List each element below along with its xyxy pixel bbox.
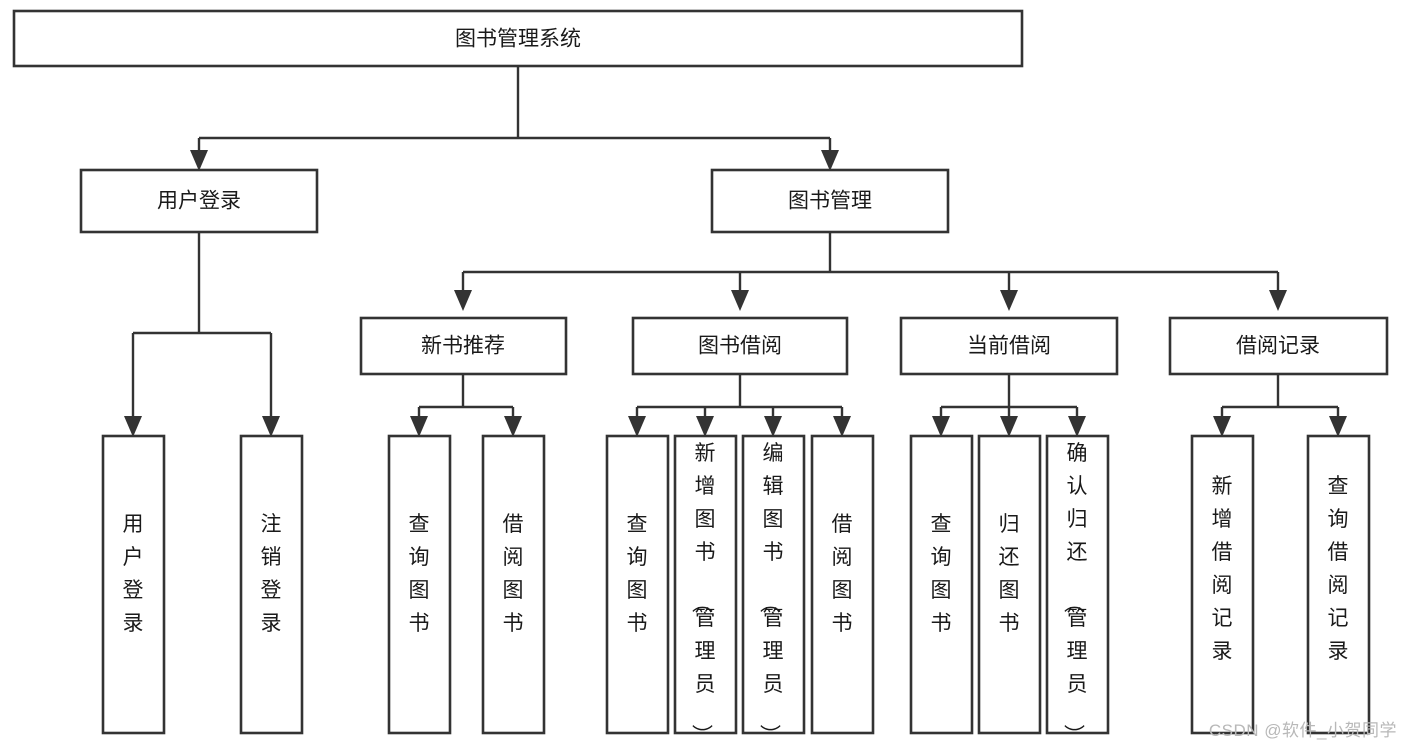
node-new-book-recommend-label: 新书推荐 [421, 335, 505, 358]
arrowhead-leaf-add-book [696, 416, 714, 437]
connector-group-borrow-record [1213, 374, 1347, 437]
leaf-edit-book[interactable]: 编辑图书（管理员） [741, 434, 806, 745]
leaf-query-book-2[interactable]: 查询图书 [605, 434, 670, 735]
leaf-query-record-label: 查询借阅记录 [1328, 475, 1349, 663]
node-book-manage-box[interactable] [710, 168, 950, 234]
connector-group-book-manage [454, 232, 1287, 311]
node-book-borrow-label: 图书借阅 [698, 335, 782, 358]
leaf-query-book-3[interactable]: 查询图书 [909, 434, 974, 735]
node-current-borrow-box[interactable] [899, 316, 1119, 376]
arrowhead-new-book-recommend [454, 290, 472, 311]
leaf-add-book-box[interactable] [673, 434, 738, 735]
node-user-login[interactable]: 用户登录 [79, 168, 319, 234]
arrowhead-leaf-borrow-book-2 [833, 416, 851, 437]
leaf-borrow-book-2-label: 借阅图书 [832, 513, 853, 635]
node-book-manage-label: 图书管理 [788, 190, 872, 213]
leaf-add-record-label: 新增借阅记录 [1212, 475, 1233, 663]
node-new-book-recommend[interactable]: 新书推荐 [359, 316, 568, 376]
leaf-user-logout-box[interactable] [239, 434, 304, 735]
node-borrow-record[interactable]: 借阅记录 [1168, 316, 1389, 376]
leaf-user-login-label: 用户登录 [123, 513, 144, 635]
leaf-return-book[interactable]: 归还图书 [977, 434, 1042, 735]
connector-group-current-borrow [932, 374, 1086, 437]
leaf-edit-book-label: 编辑图书（管理员） [758, 442, 784, 745]
arrowhead-leaf-edit-book [764, 416, 782, 437]
arrowhead-leaf-user-login [124, 416, 142, 437]
arrowhead-leaf-add-record [1213, 416, 1231, 437]
leaf-query-book-1[interactable]: 查询图书 [387, 434, 452, 735]
leaf-user-logout-label: 注销登录 [261, 513, 282, 635]
node-book-borrow[interactable]: 图书借阅 [631, 316, 849, 376]
arrowhead-leaf-confirm-return [1068, 416, 1086, 437]
node-book-manage[interactable]: 图书管理 [710, 168, 950, 234]
leaf-borrow-book-2[interactable]: 借阅图书 [810, 434, 875, 735]
leaf-user-logout[interactable]: 注销登录 [239, 434, 304, 735]
connector-group-book-borrow [628, 374, 851, 437]
leaf-confirm-return-box[interactable] [1045, 434, 1110, 735]
node-new-book-recommend-box[interactable] [359, 316, 568, 376]
arrowhead-borrow-record [1269, 290, 1287, 311]
leaf-query-book-1-label: 查询图书 [409, 513, 430, 635]
leaf-user-login-box[interactable] [101, 434, 166, 735]
arrowhead-user-login [190, 150, 208, 171]
leaf-query-record[interactable]: 查询借阅记录 [1306, 434, 1371, 735]
node-current-borrow-label: 当前借阅 [967, 335, 1051, 358]
leaf-add-record-box[interactable] [1190, 434, 1255, 735]
leaf-add-book-label: 新增图书（管理员） [690, 442, 716, 745]
leaf-return-book-label: 归还图书 [999, 513, 1020, 635]
connector-group-new-book-recommend [410, 374, 522, 437]
arrowhead-book-borrow [731, 290, 749, 311]
leaf-query-book-3-label: 查询图书 [931, 513, 952, 635]
node-root-label: 图书管理系统 [455, 28, 581, 51]
leaf-query-book-2-box[interactable] [605, 434, 670, 735]
leaf-confirm-return-label: 确认归还（管理员） [1062, 442, 1088, 745]
arrowhead-leaf-query-record [1329, 416, 1347, 437]
arrowhead-current-borrow [1000, 290, 1018, 311]
connector-group-user-login [124, 232, 280, 437]
arrowhead-leaf-query-book-2 [628, 416, 646, 437]
leaf-query-book-1-box[interactable] [387, 434, 452, 735]
leaf-confirm-return[interactable]: 确认归还（管理员） [1045, 434, 1110, 745]
csdn-watermark: CSDN @软件_小贺同学 [1208, 721, 1397, 740]
leaf-return-book-box[interactable] [977, 434, 1042, 735]
leaf-borrow-book-1-label: 借阅图书 [503, 513, 524, 635]
node-borrow-record-label: 借阅记录 [1236, 335, 1320, 358]
arrowhead-leaf-borrow-book-1 [504, 416, 522, 437]
leaf-add-record[interactable]: 新增借阅记录 [1190, 434, 1255, 735]
leaf-add-book[interactable]: 新增图书（管理员） [673, 434, 738, 745]
connector-group-root [190, 66, 839, 171]
node-book-borrow-box[interactable] [631, 316, 849, 376]
leaf-borrow-book-1[interactable]: 借阅图书 [481, 434, 546, 735]
leaf-query-record-box[interactable] [1306, 434, 1371, 735]
node-root[interactable]: 图书管理系统 [12, 9, 1024, 68]
arrowhead-leaf-return-book [1000, 416, 1018, 437]
leaf-query-book-2-label: 查询图书 [627, 513, 648, 635]
leaf-edit-book-box[interactable] [741, 434, 806, 735]
leaf-user-login[interactable]: 用户登录 [101, 434, 166, 735]
arrowhead-leaf-query-book-3 [932, 416, 950, 437]
leaf-borrow-book-2-box[interactable] [810, 434, 875, 735]
node-root-box[interactable] [12, 9, 1024, 68]
node-user-login-label: 用户登录 [157, 190, 241, 213]
arrowhead-leaf-query-book-1 [410, 416, 428, 437]
arrowhead-book-manage [821, 150, 839, 171]
node-borrow-record-box[interactable] [1168, 316, 1389, 376]
leaf-borrow-book-1-box[interactable] [481, 434, 546, 735]
node-user-login-box[interactable] [79, 168, 319, 234]
leaf-query-book-3-box[interactable] [909, 434, 974, 735]
arrowhead-leaf-user-logout [262, 416, 280, 437]
node-current-borrow[interactable]: 当前借阅 [899, 316, 1119, 376]
